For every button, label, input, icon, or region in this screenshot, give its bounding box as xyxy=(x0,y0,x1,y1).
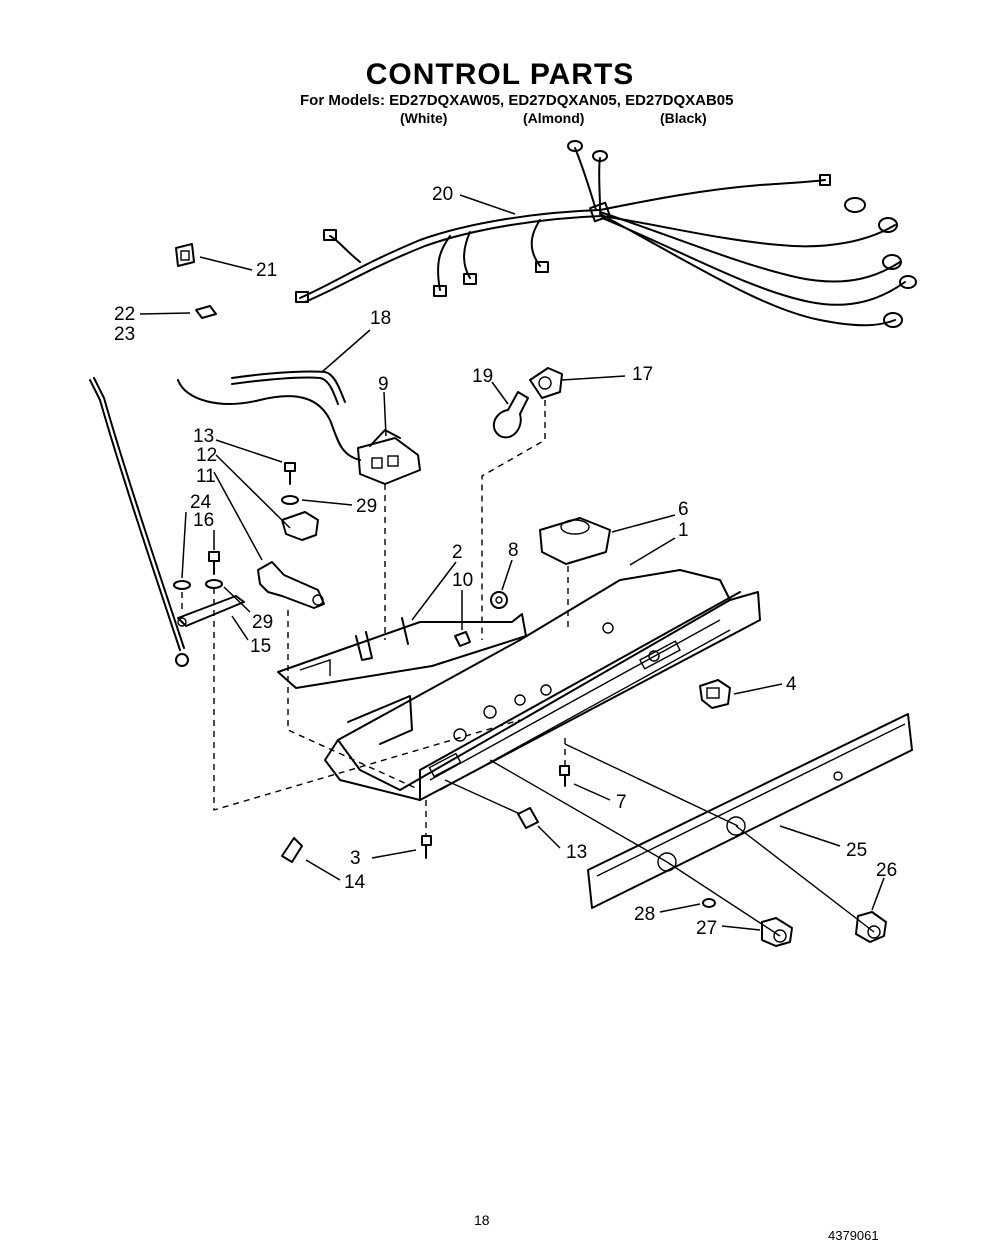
callout-8: 8 xyxy=(508,540,519,561)
screw-16 xyxy=(205,551,223,589)
control-panel xyxy=(587,713,913,909)
callout-17: 17 xyxy=(632,364,653,385)
bracket xyxy=(281,511,319,541)
callout-13-lower: 13 xyxy=(566,842,587,863)
switch xyxy=(539,517,611,565)
callout-20: 20 xyxy=(432,184,453,205)
callout-26: 26 xyxy=(876,860,897,881)
control-housing xyxy=(324,569,761,801)
callout-22: 22 xyxy=(114,304,135,325)
control-shaft xyxy=(257,561,325,609)
cold-control-thermostat xyxy=(357,429,421,485)
mounting-bracket xyxy=(277,613,527,689)
callout-27: 27 xyxy=(696,918,717,939)
screw-7 xyxy=(559,765,570,787)
door-switch xyxy=(699,679,731,709)
wiring-harness xyxy=(295,140,917,328)
callout-25: 25 xyxy=(846,840,867,861)
callout-3: 3 xyxy=(350,848,361,869)
callout-6: 6 xyxy=(678,499,689,520)
screw-upper xyxy=(284,462,296,485)
document-number: 4379061 xyxy=(828,1228,879,1243)
diagram-title: CONTROL PARTS xyxy=(365,58,635,91)
leader-lines xyxy=(139,194,885,931)
callout-9: 9 xyxy=(378,374,389,395)
callout-2: 2 xyxy=(452,542,463,563)
wire-clip xyxy=(175,243,195,267)
callout-labels: 1 2 3 4 6 7 8 9 10 11 12 13 13 14 15 16 … xyxy=(114,184,897,939)
callout-10: 10 xyxy=(452,570,473,591)
callout-24: 24 xyxy=(190,492,212,513)
callout-1: 1 xyxy=(678,520,689,541)
control-knob-27 xyxy=(761,917,793,947)
washer-upper xyxy=(281,495,299,505)
page-number: 18 xyxy=(474,1212,490,1228)
control-knob-26 xyxy=(855,911,887,943)
washer-28 xyxy=(702,898,716,908)
callout-19: 19 xyxy=(472,366,493,387)
callout-12: 12 xyxy=(196,445,217,466)
wire-tie xyxy=(281,837,303,863)
assembly-guide-lines xyxy=(181,400,875,937)
callout-14: 14 xyxy=(344,872,366,893)
harness-clip xyxy=(195,305,217,319)
models-list: ED27DQXAW05, ED27DQXAN05, ED27DQXAB05 xyxy=(389,92,734,109)
callout-18: 18 xyxy=(370,308,391,329)
thermostat-tube xyxy=(177,370,361,461)
callout-29-upper: 29 xyxy=(356,496,377,517)
callout-21: 21 xyxy=(256,260,277,281)
lamp-socket xyxy=(529,367,563,399)
variant-black: (Black) xyxy=(660,110,707,126)
lever-arm xyxy=(177,595,245,627)
callout-16: 16 xyxy=(193,510,214,531)
grommet xyxy=(490,591,508,609)
screw-13-lower xyxy=(517,807,539,829)
screw-3 xyxy=(421,835,432,859)
callout-15: 15 xyxy=(250,636,271,657)
variant-white: (White) xyxy=(400,110,448,126)
capillary-tube xyxy=(89,377,189,667)
callout-28: 28 xyxy=(634,904,655,925)
screw-24 xyxy=(173,580,191,590)
callout-23: 23 xyxy=(114,324,135,345)
variant-almond: (Almond) xyxy=(523,110,585,126)
callout-13-upper: 13 xyxy=(193,426,214,447)
light-bulb xyxy=(492,391,529,439)
callout-11: 11 xyxy=(196,466,216,487)
models-prefix: For Models: xyxy=(300,92,385,109)
callout-4: 4 xyxy=(786,674,797,695)
screw-10 xyxy=(454,631,471,647)
callout-7: 7 xyxy=(616,792,627,813)
callout-29-lower: 29 xyxy=(252,612,273,633)
models-line: For Models: ED27DQXAW05, ED27DQXAN05, ED… xyxy=(300,92,733,109)
